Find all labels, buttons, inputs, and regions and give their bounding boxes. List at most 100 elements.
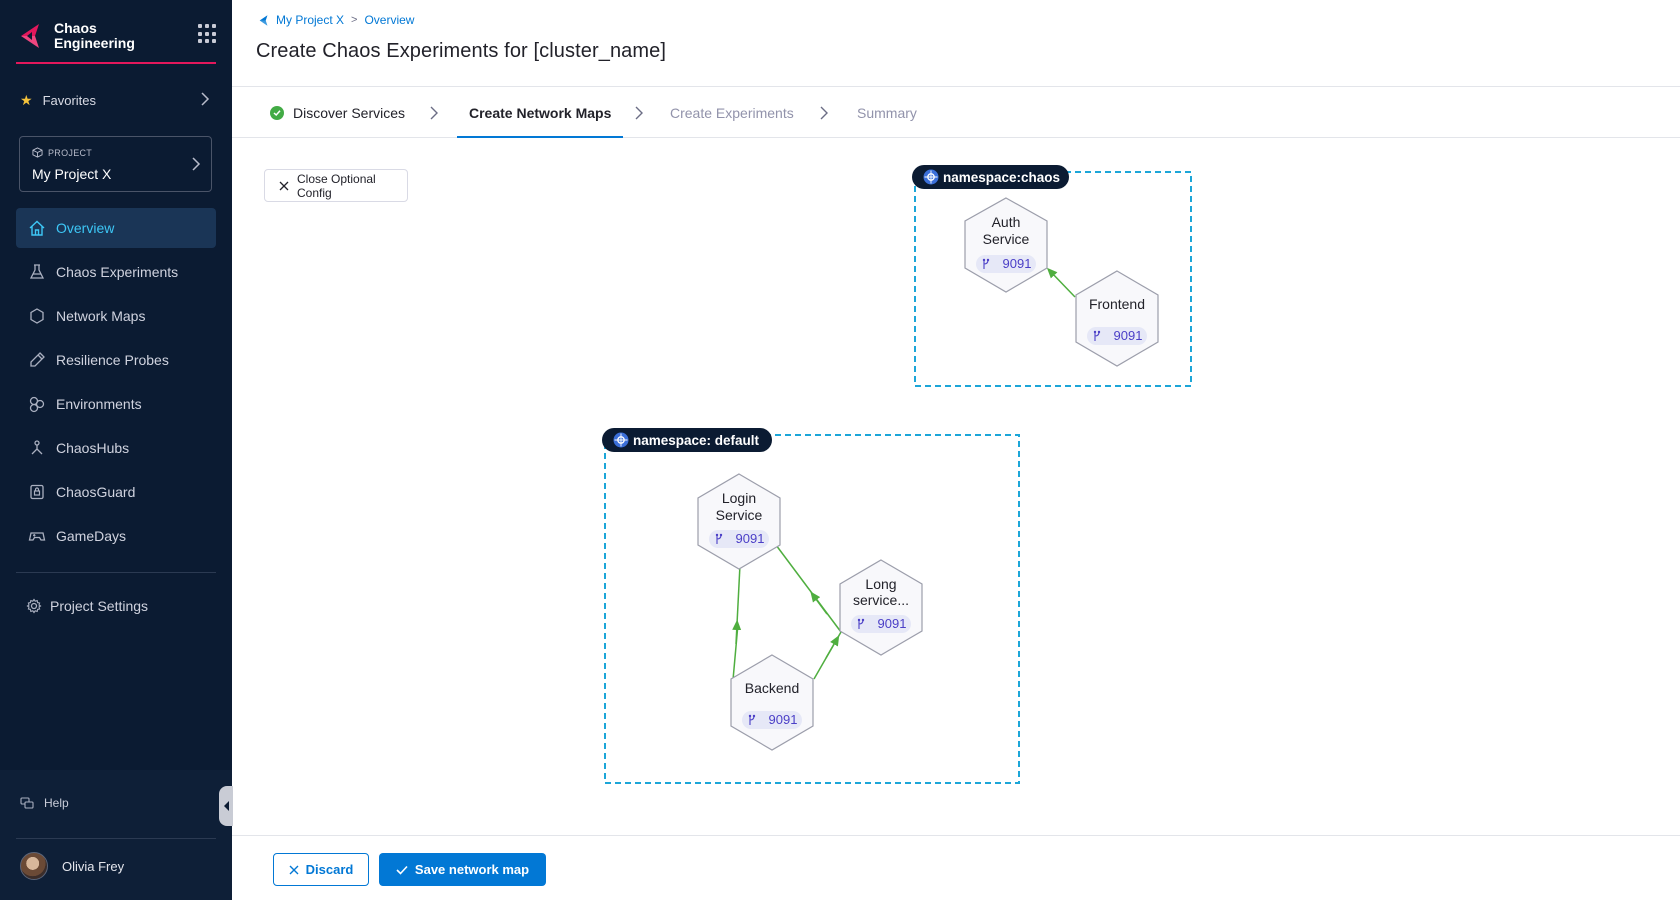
- namespace-chaos-boundary: [914, 171, 1192, 387]
- breadcrumb-separator-icon: >: [351, 14, 358, 26]
- breadcrumb: My Project X > Overview: [258, 13, 414, 27]
- sidebar-nav: Overview Chaos Experiments Network Maps …: [16, 208, 216, 560]
- action-footer: Discard Save network map: [232, 835, 1680, 900]
- namespace-chaos-badge: [912, 165, 1069, 189]
- port-badge: [976, 255, 1036, 273]
- chevron-right-icon: [820, 106, 828, 120]
- chevron-right-icon: [635, 106, 643, 120]
- service-node-long-service[interactable]: Long service... 9091: [839, 559, 923, 656]
- chaos-logo-icon: [21, 24, 39, 48]
- service-name: Long: [865, 576, 896, 592]
- hexagon-icon: [28, 307, 46, 325]
- apps-grid-icon[interactable]: [198, 24, 218, 44]
- service-port: 9091: [1114, 328, 1143, 343]
- project-label: PROJECT: [32, 147, 92, 158]
- brand-name: Chaos Engineering: [54, 21, 135, 51]
- port-badge: [851, 615, 911, 633]
- step-label: Create Experiments: [670, 105, 794, 121]
- chevron-right-icon: [192, 157, 201, 171]
- sidebar-item-overview[interactable]: Overview: [16, 208, 216, 248]
- step-create-experiments[interactable]: Create Experiments: [670, 88, 794, 138]
- breadcrumb-overview[interactable]: Overview: [364, 13, 415, 27]
- sidebar-item-label: Overview: [56, 220, 115, 236]
- save-label: Save network map: [414, 862, 530, 877]
- sidebar-footer-divider: [16, 838, 216, 839]
- service-node-auth[interactable]: Auth Service 9091: [964, 197, 1048, 293]
- network-map-svg: namespace:chaos Auth Service 9091 Fronte…: [602, 165, 1192, 784]
- favorites-item[interactable]: ★ Favorites: [16, 88, 216, 112]
- edge-long-to-login-arrow: [810, 591, 828, 615]
- sidebar-item-chaos-experiments[interactable]: Chaos Experiments: [16, 252, 216, 292]
- chevron-right-icon: [430, 106, 438, 120]
- flask-icon: [28, 263, 46, 281]
- settings-label: Project Settings: [50, 598, 149, 614]
- favorites-label: Favorites: [42, 92, 97, 108]
- brand[interactable]: Chaos Engineering: [18, 16, 218, 56]
- service-name: Backend: [745, 680, 799, 696]
- edge-backend-to-long: [813, 631, 842, 680]
- sidebar-item-chaosguard[interactable]: ChaosGuard: [16, 472, 216, 512]
- service-node-frontend[interactable]: Frontend 9091: [1075, 270, 1159, 367]
- sidebar-item-label: ChaosHubs: [56, 440, 130, 456]
- sidebar-item-label: Resilience Probes: [56, 352, 169, 368]
- sidebar-divider: [16, 572, 216, 573]
- close-optional-config-label: Close Optional Config: [297, 171, 376, 200]
- namespace-default-label: namespace: default: [633, 433, 760, 448]
- discard-label: Discard: [305, 862, 354, 877]
- project-name: My Project X: [32, 166, 112, 182]
- service-port: 9091: [769, 712, 798, 727]
- git-branch-icon: [715, 533, 723, 544]
- service-name: service...: [853, 592, 909, 608]
- edge-frontend-to-auth: [1046, 267, 1076, 298]
- git-branch-icon: [748, 714, 756, 725]
- save-network-map-button[interactable]: Save network map: [379, 853, 546, 886]
- network-map-canvas[interactable]: Close Optional Config namespace:chaos Au…: [232, 139, 1680, 835]
- project-label-text: PROJECT: [48, 147, 93, 158]
- project-selector[interactable]: PROJECT My Project X: [19, 136, 212, 192]
- sidebar-item-network-maps[interactable]: Network Maps: [16, 296, 216, 336]
- sidebar-item-resilience-probes[interactable]: Resilience Probes: [16, 340, 216, 380]
- chevron-left-icon: [224, 801, 229, 811]
- hub-icon: [28, 439, 46, 457]
- port-badge: [709, 530, 769, 548]
- service-node-login[interactable]: Login Service 9091: [697, 473, 781, 570]
- sidebar-item-environments[interactable]: Environments: [16, 384, 216, 424]
- service-name: Service: [716, 507, 763, 523]
- service-port: 9091: [736, 531, 765, 546]
- sidebar-item-project-settings[interactable]: Project Settings: [16, 594, 216, 618]
- gamepad-icon: [28, 527, 46, 545]
- service-name: Auth: [992, 214, 1021, 230]
- user-name: Olivia Frey: [62, 858, 125, 874]
- help-link[interactable]: Help: [20, 796, 69, 810]
- step-create-network-maps[interactable]: Create Network Maps: [456, 88, 624, 138]
- gear-icon: [26, 598, 42, 614]
- wizard-steps: Discover Services Create Network Maps Cr…: [232, 88, 1680, 138]
- service-name: Login: [722, 490, 756, 506]
- sidebar-item-chaoshubs[interactable]: ChaosHubs: [16, 428, 216, 468]
- close-icon: [289, 865, 299, 875]
- brand-line-2: Engineering: [54, 35, 135, 51]
- step-discover-services[interactable]: Discover Services: [270, 88, 405, 138]
- close-optional-config-button[interactable]: Close Optional Config: [264, 169, 408, 202]
- sidebar-item-label: ChaosGuard: [56, 484, 136, 500]
- edge-login-line: [736, 544, 742, 625]
- service-node-backend[interactable]: Backend 9091: [730, 654, 814, 751]
- probe-icon: [28, 351, 46, 369]
- edge-backend-to-long-arrow: [825, 635, 840, 659]
- discard-button[interactable]: Discard: [273, 853, 369, 886]
- collapse-sidebar-handle[interactable]: [219, 786, 233, 826]
- sidebar-item-gamedays[interactable]: GameDays: [16, 516, 216, 556]
- brand-line-1: Chaos: [54, 20, 97, 36]
- user-profile[interactable]: Olivia Frey: [20, 852, 124, 880]
- step-summary[interactable]: Summary: [857, 88, 917, 138]
- namespace-chaos-group: namespace:chaos Auth Service 9091 Fronte…: [912, 165, 1192, 387]
- git-branch-icon: [1093, 330, 1101, 341]
- kubernetes-icon: [923, 169, 939, 185]
- page-title: Create Chaos Experiments for [cluster_na…: [256, 40, 667, 62]
- edge-backend-to-login-arrow: [732, 619, 742, 645]
- git-branch-icon: [982, 258, 990, 269]
- step-label: Discover Services: [293, 105, 406, 121]
- breadcrumb-project[interactable]: My Project X: [276, 13, 345, 27]
- namespace-default-badge: [602, 428, 772, 452]
- avatar: [20, 852, 48, 880]
